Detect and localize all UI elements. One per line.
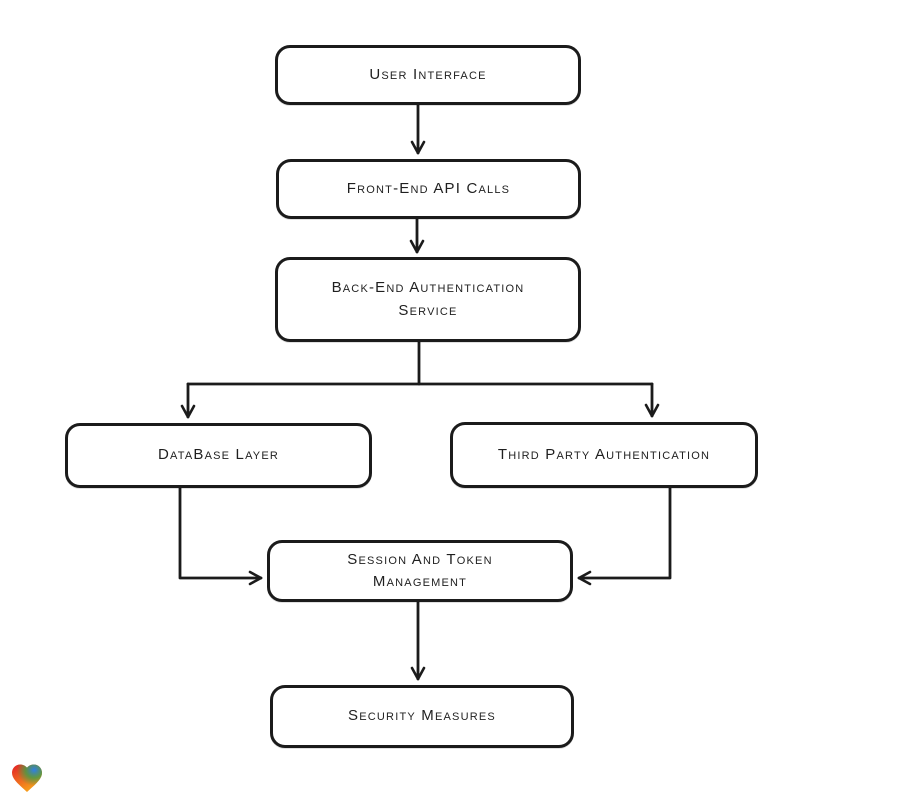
node-front-end-api-calls-label: Front-End API Calls bbox=[346, 179, 511, 197]
node-security-measures[interactable]: Security Measures bbox=[270, 685, 574, 748]
connector-thirdparty-to-session bbox=[577, 486, 672, 586]
node-back-end-authentication-service[interactable]: Back-End Authentication Service bbox=[275, 257, 581, 342]
connector-database-to-session bbox=[178, 486, 263, 586]
node-user-interface-label: User Interface bbox=[369, 65, 487, 83]
node-session-and-token-management-label: Session And Token Management bbox=[347, 550, 493, 591]
node-front-end-api-calls[interactable]: Front-End API Calls bbox=[276, 159, 581, 219]
node-user-interface[interactable]: User Interface bbox=[275, 45, 581, 105]
node-back-end-authentication-service-label: Back-End Authentication Service bbox=[331, 279, 525, 319]
node-third-party-authentication[interactable]: Third Party Authentication bbox=[450, 422, 758, 488]
node-database-layer[interactable]: DataBase Layer bbox=[65, 423, 372, 488]
node-third-party-authentication-label: Third Party Authentication bbox=[497, 445, 711, 463]
node-security-measures-label: Security Measures bbox=[348, 707, 496, 725]
node-session-and-token-management[interactable]: Session And Token Management bbox=[267, 540, 573, 602]
node-database-layer-label: DataBase Layer bbox=[157, 446, 280, 464]
heart-logo-icon[interactable] bbox=[9, 760, 45, 796]
